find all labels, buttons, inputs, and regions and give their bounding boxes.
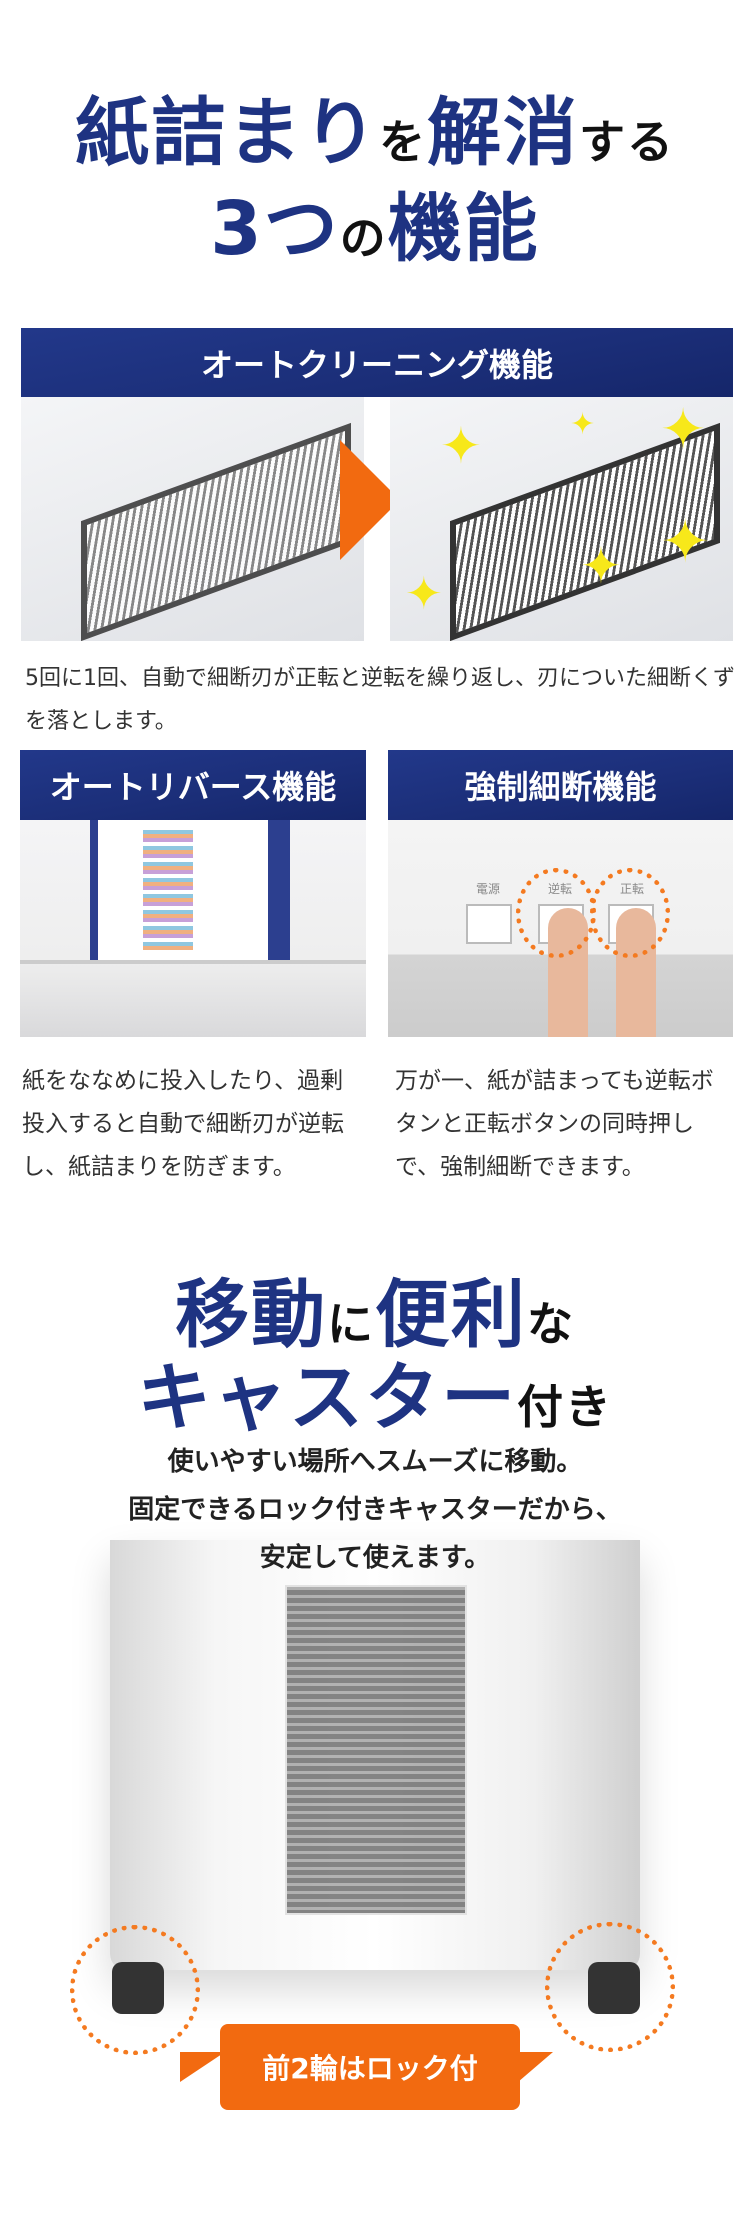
feature-label: オートリバース機能 — [49, 768, 337, 806]
callout-tail-left — [180, 2052, 225, 2082]
title-part: に — [327, 1297, 375, 1351]
sparkle-icon: ✦ — [440, 417, 482, 475]
title-part: 移動 — [175, 1272, 328, 1358]
description-line: 安定して使えます。 — [259, 1543, 491, 1573]
feature-description: 紙をななめに投入したり、過剰投入すると自動で細断刃が逆転し、紙詰まりを防ぎます。 — [22, 1068, 344, 1180]
shredder-window — [285, 1585, 467, 1915]
title-part: を — [379, 115, 428, 169]
title-part: 解消 — [427, 90, 580, 176]
title-part: 付き — [517, 1380, 613, 1434]
feature-banner-auto-reverse: オートリバース機能 — [20, 750, 366, 820]
power-button — [466, 904, 512, 944]
lock-callout: 前2輪はロック付 — [220, 2024, 520, 2110]
caster-highlight-circle — [70, 1925, 200, 2055]
description-line: 固定できるロック付きキャスターだから、 — [128, 1495, 622, 1525]
section1-title: 紙詰まりを解消する — [0, 88, 750, 187]
highlight-circle — [516, 868, 596, 958]
callout-tail-right — [518, 2052, 553, 2082]
shredder-top — [20, 960, 366, 964]
forced-shred-photo: 電源 逆転 正転 — [388, 820, 733, 1037]
callout-text: 前2輪はロック付 — [262, 2052, 478, 2085]
feature-banner-auto-cleaning: オートクリーニング機能 — [21, 328, 733, 397]
feature-description: 万が一、紙が詰まっても逆転ボタンと正転ボタンの同時押しで、強制細断できます。 — [395, 1068, 714, 1180]
bar-chart-graphic — [143, 830, 193, 950]
highlight-circle — [590, 868, 670, 958]
auto-reverse-photo — [20, 820, 366, 1037]
title-part: 紙詰まり — [75, 90, 380, 176]
section1-title-line2: 3つの機能 — [0, 184, 750, 283]
description-line: 使いやすい場所へスムーズに移動。 — [167, 1447, 583, 1477]
power-label: 電源 — [476, 882, 501, 896]
title-part: 3つ — [210, 186, 340, 272]
feature-banner-forced-shred: 強制細断機能 — [388, 750, 733, 820]
paper-sheet — [90, 820, 290, 960]
sparkle-icon: ✦ — [570, 407, 596, 442]
title-part: の — [339, 211, 388, 265]
before-cleaning-photo — [21, 397, 364, 641]
title-part: キャスター — [137, 1355, 518, 1441]
sparkle-icon: ✦ — [660, 507, 711, 577]
sparkle-icon: ✦ — [660, 397, 707, 461]
after-cleaning-photo: ✦ ✦ ✦ ✦ ✦ ✦ — [390, 397, 733, 641]
feature-description: 5回に1回、自動で細断刃が正転と逆転を繰り返し、刃についた細断くずを落とします。 — [25, 666, 735, 734]
feature-label: 強制細断機能 — [464, 768, 657, 806]
feature-label: オートクリーニング機能 — [200, 345, 553, 384]
title-part: 機能 — [387, 186, 540, 272]
title-part: な — [527, 1297, 575, 1351]
arrow-icon-tail — [340, 470, 370, 530]
caster-highlight-circle — [545, 1922, 675, 2052]
section2-description: 使いやすい場所へスムーズに移動。 固定できるロック付きキャスターだから、 安定し… — [0, 1438, 750, 1582]
section2-title-line2: キャスター付き — [0, 1358, 750, 1447]
title-part: する — [579, 115, 675, 169]
shredder-blades — [81, 422, 351, 641]
sparkle-icon: ✦ — [405, 567, 443, 620]
sparkle-icon: ✦ — [580, 537, 622, 595]
title-part: 便利 — [375, 1272, 527, 1358]
section2-title: 移動に便利な — [0, 1275, 750, 1364]
